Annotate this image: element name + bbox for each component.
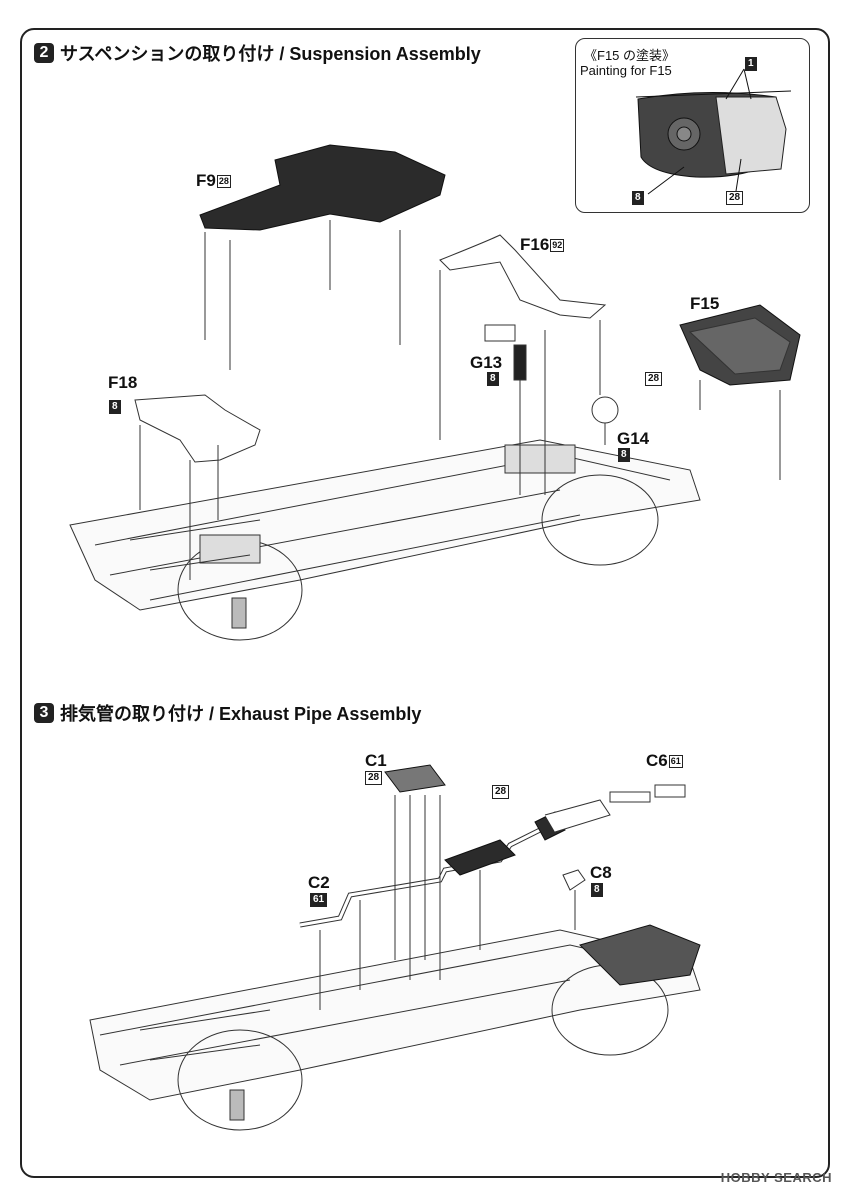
painting-inset: 《F15 の塗装》 Painting for F15 1 8 28: [575, 38, 810, 213]
step-number: 3: [34, 703, 54, 723]
inset-title: 《F15 の塗装》: [584, 48, 676, 63]
part-label-f15: F15: [690, 294, 720, 313]
part-label-c8: C8: [590, 863, 612, 882]
step-number: 2: [34, 43, 54, 63]
part-label-c1: C1: [365, 751, 387, 770]
step-2-heading: 2 サスペンションの取り付け / Suspension Assembly: [34, 40, 481, 66]
paint-code-c1: 28: [365, 771, 383, 785]
inset-paint-1: 1: [745, 57, 757, 71]
inset-subtitle: Painting for F15: [580, 63, 672, 78]
inset-paint-8: 8: [632, 191, 644, 205]
inset-diagram: [635, 68, 792, 195]
step-title: 排気管の取り付け / Exhaust Pipe Assembly: [60, 704, 422, 724]
part-label-g13: G13: [470, 353, 503, 372]
paint-code-c-shared: 28: [492, 785, 510, 799]
paint-code-c8: 8: [591, 883, 603, 897]
paint-code-f18: 8: [109, 400, 121, 414]
part-label-g14: G14: [617, 429, 650, 448]
part-label-c2: C2: [308, 873, 330, 892]
paint-code-g-shared: 28: [645, 372, 663, 386]
paint-code-g14: 8: [618, 448, 630, 462]
page-frame: [20, 28, 830, 1178]
paint-code-g13: 8: [487, 372, 499, 386]
step-3-heading: 3 排気管の取り付け / Exhaust Pipe Assembly: [34, 700, 421, 726]
paint-code-c2: 61: [310, 893, 328, 907]
watermark: HOBBY SEARCH: [720, 1170, 832, 1185]
step-title: サスペンションの取り付け / Suspension Assembly: [60, 44, 481, 64]
part-label-f18: F18: [108, 373, 138, 392]
inset-paint-28: 28: [726, 191, 744, 205]
